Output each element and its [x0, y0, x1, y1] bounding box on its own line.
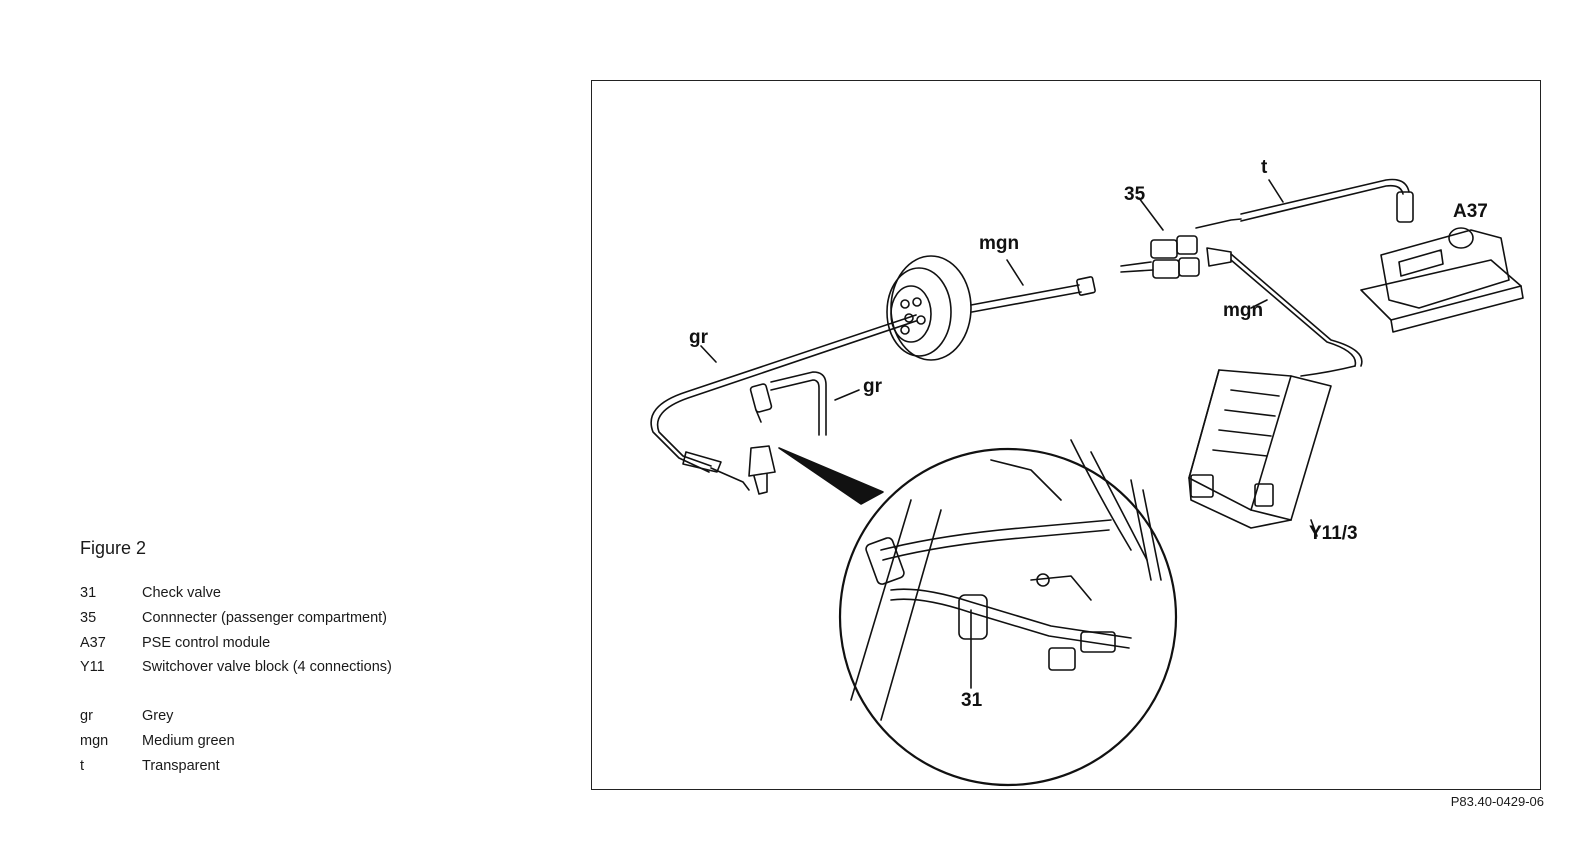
- vacuum-line-diagram: mgn gr gr 35 t A37 mgn Y11/3 31: [650, 157, 1524, 787]
- legend-key: 31: [80, 585, 97, 601]
- legend-item-mgn: mgn Medium green: [80, 729, 500, 754]
- figure-code: P83.40-0429-06: [1450, 794, 1544, 809]
- legend-key: mgn: [80, 732, 109, 749]
- legend-text: PSE control module: [142, 634, 271, 651]
- medium-green-line-2: [1206, 247, 1363, 377]
- legend-key: gr: [80, 708, 93, 725]
- transparent-line: [1195, 178, 1414, 229]
- legend-text: Switchover valve block (4 connections): [142, 659, 392, 676]
- legend-key: Y11: [80, 659, 105, 676]
- legend-key: t: [80, 757, 85, 774]
- legend-item-gr: gr Grey: [80, 704, 500, 729]
- medium-green-line-1: [970, 276, 1096, 313]
- grey-tube-bend: [770, 371, 827, 436]
- legend-item-t: t Transparent: [80, 754, 500, 779]
- legend-text: Transparent: [142, 757, 220, 774]
- label-gr-2: gr: [863, 376, 883, 397]
- legend-text: Medium green: [142, 732, 235, 749]
- legend-item-a37: A37 PSE control module: [80, 631, 500, 656]
- label-t: t: [1261, 157, 1268, 178]
- magnified-detail-circle: [838, 439, 1178, 787]
- legend-text: Connnecter (passenger compartment): [142, 609, 388, 626]
- diagram-frame: [591, 80, 1541, 790]
- legend-text: Check valve: [142, 585, 221, 601]
- label-a37: A37: [1453, 201, 1488, 222]
- legend-key: 35: [80, 609, 97, 626]
- grey-line-fittings: [682, 383, 776, 495]
- legend: Figure 2 31 Check valve 35 Connnecter (p…: [80, 538, 500, 779]
- callout-wedge: [778, 447, 884, 505]
- legend-item-y11: Y11 Switchover valve block (4 connection…: [80, 655, 500, 680]
- label-gr-1: gr: [689, 327, 709, 348]
- legend-item-31: 31 Check valve: [80, 581, 500, 606]
- connector-35: [1120, 235, 1200, 279]
- label-31: 31: [961, 690, 983, 711]
- bulkhead-connector-plate: [886, 255, 972, 361]
- y11-switchover-valve-block: [1188, 369, 1332, 529]
- label-mgn-1: mgn: [979, 233, 1019, 254]
- figure-title: Figure 2: [80, 538, 147, 558]
- label-35: 35: [1124, 184, 1146, 205]
- label-leaders: [700, 179, 1318, 689]
- legend-item-35: 35 Connnecter (passenger compartment): [80, 606, 500, 631]
- label-mgn-2: mgn: [1223, 300, 1263, 321]
- a37-control-module: [1360, 227, 1524, 333]
- label-y11-3: Y11/3: [1309, 523, 1358, 544]
- legend-key: A37: [80, 634, 106, 651]
- legend-text: Grey: [142, 708, 174, 725]
- grey-vacuum-line: [650, 314, 917, 473]
